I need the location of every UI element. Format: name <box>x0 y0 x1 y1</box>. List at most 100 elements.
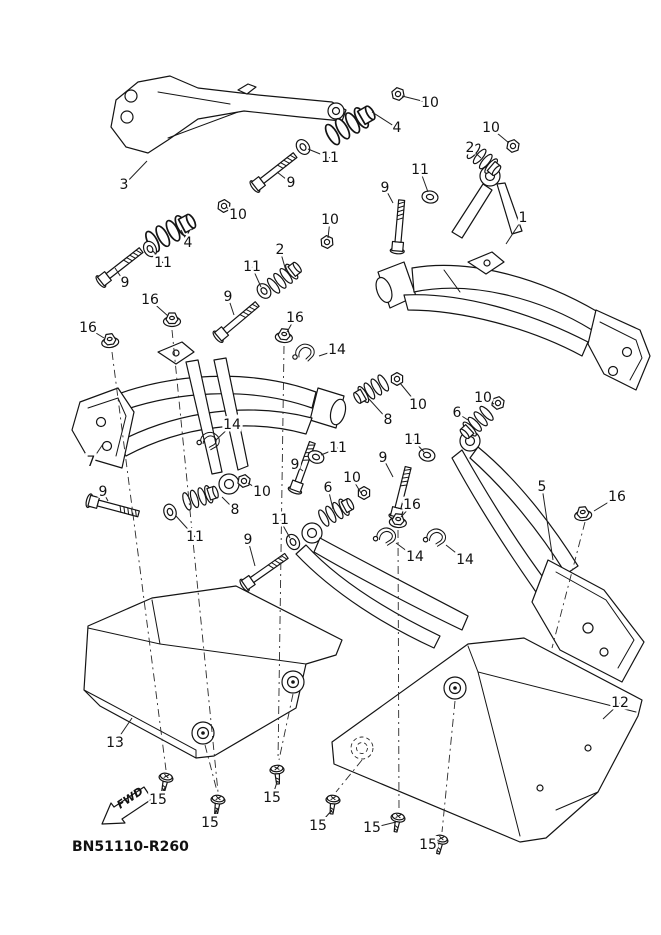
fwd-arrow: FWD <box>101 785 153 825</box>
callout-leader-12 <box>602 702 621 720</box>
callout-15: 15 <box>363 820 381 836</box>
bushing-8a <box>350 373 392 408</box>
callout-leader-9 <box>247 539 256 567</box>
callout-8: 8 <box>384 412 393 428</box>
flange-nut-16b <box>162 312 182 328</box>
callout-6: 6 <box>324 480 333 496</box>
lower-right-arm-5 <box>451 430 579 593</box>
callout-16: 16 <box>608 489 626 505</box>
hook-14d <box>421 526 448 549</box>
callout-14: 14 <box>406 549 424 565</box>
callout-leader-6 <box>327 487 334 510</box>
left-guard-plate-13 <box>83 585 343 759</box>
callout-9: 9 <box>244 532 253 548</box>
callout-13: 13 <box>106 735 124 751</box>
callout-11: 11 <box>321 150 339 166</box>
screw-15a <box>155 771 175 794</box>
callout-4: 4 <box>393 120 402 136</box>
callout-9: 9 <box>287 175 296 191</box>
callout-leader-7 <box>90 443 104 463</box>
callout-16: 16 <box>403 497 421 513</box>
callout-3: 3 <box>120 177 129 193</box>
callout-leader-9 <box>294 464 304 472</box>
callout-leader-11 <box>320 447 339 456</box>
bolt-9h <box>237 549 292 594</box>
bushing-6b <box>316 494 358 529</box>
callout-5: 5 <box>538 479 547 495</box>
screw-15b <box>208 793 227 816</box>
callout-11: 11 <box>404 432 422 448</box>
callout-9: 9 <box>224 289 233 305</box>
callout-10: 10 <box>229 207 247 223</box>
right-guard-plate-12 <box>331 637 643 843</box>
callout-10: 10 <box>343 470 361 486</box>
callout-leader-2 <box>469 147 482 159</box>
callout-leader-9 <box>276 171 292 184</box>
callout-10: 10 <box>321 212 339 228</box>
callout-9: 9 <box>99 484 108 500</box>
callout-leader-16 <box>87 327 105 339</box>
callout-11: 11 <box>329 440 347 456</box>
callout-leader-10 <box>351 477 362 494</box>
callout-15: 15 <box>419 837 437 853</box>
callout-11: 11 <box>186 529 204 545</box>
right-swingarm-1 <box>375 251 651 391</box>
callout-leader-15 <box>209 807 219 824</box>
washer-11h <box>283 531 303 553</box>
nut-10d <box>317 233 337 251</box>
callout-11: 11 <box>154 255 172 271</box>
callout-leader-9 <box>102 491 109 502</box>
screw-15d <box>323 793 342 816</box>
callout-leader-4 <box>180 229 189 244</box>
alignment-lines <box>111 329 586 833</box>
callout-leader-10 <box>401 95 431 104</box>
washer-11f <box>417 446 437 464</box>
callout-2: 2 <box>276 242 285 258</box>
callout-leader-15 <box>317 809 333 827</box>
washer-11b <box>420 189 440 205</box>
callout-leader-11 <box>279 519 291 539</box>
callout-leader-16 <box>593 496 618 512</box>
callout-leader-10 <box>399 382 419 406</box>
washer-11a <box>292 136 314 158</box>
callout-15: 15 <box>263 790 281 806</box>
callout-11: 11 <box>243 259 261 275</box>
callout-leader-10 <box>490 127 510 144</box>
flange-nut-16e <box>573 505 593 522</box>
callout-9: 9 <box>381 180 390 196</box>
callout-16: 16 <box>79 320 97 336</box>
callout-10: 10 <box>409 397 427 413</box>
callout-10: 10 <box>474 390 492 406</box>
callout-leader-10 <box>225 206 239 216</box>
callout-12: 12 <box>611 695 629 711</box>
callout-leader-14 <box>395 542 416 558</box>
callout-leader-4 <box>371 111 398 129</box>
bolt-9b <box>389 198 410 255</box>
callout-leader-13 <box>114 717 133 744</box>
callout-9: 9 <box>379 450 388 466</box>
callout-11: 11 <box>411 162 429 178</box>
lower-left-arm <box>295 522 469 649</box>
callout-leader-11 <box>419 169 429 193</box>
callout-14: 14 <box>456 552 474 568</box>
callout-leader-2 <box>279 249 287 272</box>
callout-1: 1 <box>519 210 528 226</box>
callout-leader-10 <box>482 397 495 405</box>
rear-frame-bracket <box>531 559 645 683</box>
callout-11: 11 <box>271 512 289 528</box>
callout-leader-8 <box>221 496 236 511</box>
upper-right-arm-2 <box>451 165 523 239</box>
callout-16: 16 <box>286 310 304 326</box>
bushing-8b <box>180 482 221 512</box>
callout-leader-6 <box>456 412 469 421</box>
upper-control-arm-3 <box>110 75 347 154</box>
callout-leader-11 <box>152 250 164 264</box>
callout-leader-11 <box>412 439 425 453</box>
callout-leader-9 <box>382 457 394 478</box>
callout-leader-14 <box>215 424 233 441</box>
callout-leader-1 <box>505 217 524 245</box>
callout-4: 4 <box>184 235 193 251</box>
callout-8: 8 <box>231 502 240 518</box>
callout-9: 9 <box>291 457 300 473</box>
callout-leader-16 <box>286 317 296 333</box>
